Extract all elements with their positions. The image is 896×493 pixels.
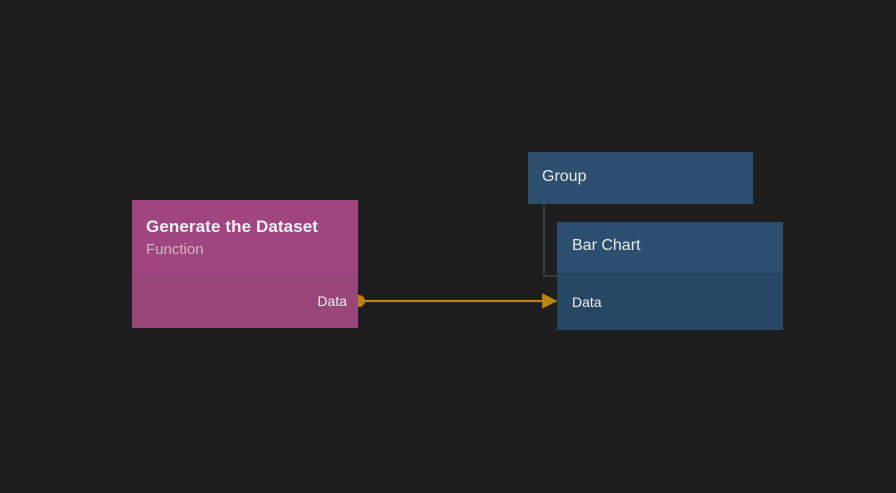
output-port-data[interactable]: Data <box>317 292 347 310</box>
node-generate-the-dataset[interactable]: Generate the Dataset Function Data <box>132 200 358 328</box>
node-body: Data <box>132 274 358 328</box>
node-bar-chart[interactable]: Bar Chart Data <box>557 222 783 330</box>
input-port-label: Data <box>572 294 602 310</box>
node-title: Generate the Dataset <box>146 217 319 236</box>
node-header[interactable]: Generate the Dataset Function <box>132 200 358 274</box>
group-child-bracket <box>543 204 557 277</box>
output-port-label: Data <box>317 293 347 309</box>
node-subtitle: Function <box>146 241 204 258</box>
node-title: Bar Chart <box>572 237 641 254</box>
node-body: Data <box>557 273 783 330</box>
node-header[interactable]: Bar Chart <box>557 222 783 273</box>
node-title: Group <box>542 168 587 185</box>
input-port-data[interactable]: Data <box>572 293 602 311</box>
node-group[interactable]: Group <box>528 152 753 204</box>
